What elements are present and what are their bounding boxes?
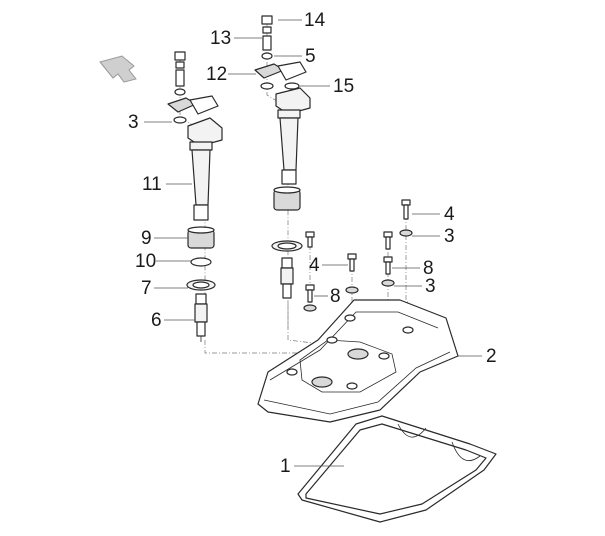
callout-14: 14 [304,10,326,31]
leader-lines [144,19,482,467]
callout-2: 2 [486,346,497,367]
callout-13: 13 [210,28,231,49]
callout-4-right: 4 [444,204,455,225]
right-ignition-coil-assembly [254,15,311,299]
callout-15: 15 [333,76,354,97]
callout-7: 7 [141,278,152,299]
callout-3-lower: 3 [425,276,436,297]
cover-bolts-and-washers [303,199,413,312]
callout-9: 9 [141,228,152,249]
callout-6: 6 [151,310,162,331]
direction-arrow-icon [99,55,137,83]
callout-3-top: 3 [128,112,139,133]
callout-3-right: 3 [444,226,455,247]
left-ignition-coil-assembly [167,51,223,342]
callout-8-mid: 8 [330,286,341,307]
callout-12: 12 [206,64,227,85]
callout-8-right: 8 [423,258,434,279]
callout-labels: 14 13 5 12 15 3 11 4 3 9 10 4 8 7 8 3 6 … [128,10,497,477]
callout-10: 10 [135,251,156,272]
callout-11: 11 [142,174,162,195]
callout-4-mid: 4 [309,255,320,276]
valve-cover-gasket [297,415,497,523]
callout-1: 1 [280,456,291,477]
valve-cover [257,299,459,423]
callout-5: 5 [305,46,316,67]
